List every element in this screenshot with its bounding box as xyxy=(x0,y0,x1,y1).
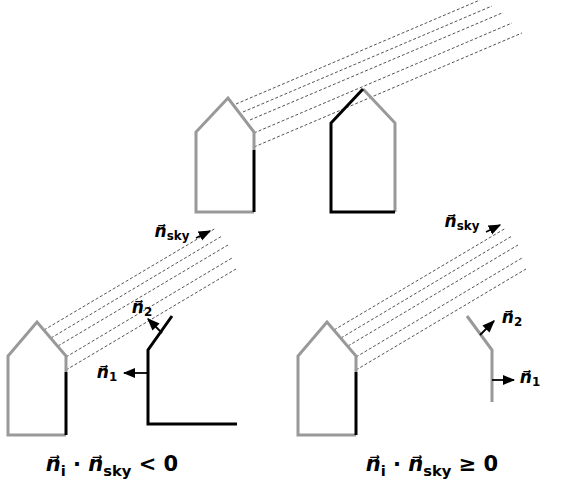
formula-label: n⃗i · n⃗sky ≥ 0 xyxy=(366,452,499,479)
vector-label: n⃗2 xyxy=(132,297,152,320)
vector-label: n⃗sky xyxy=(155,221,190,244)
sky-rays xyxy=(44,0,526,370)
vector-label: n⃗1 xyxy=(97,362,117,385)
vector-label: n⃗2 xyxy=(502,307,522,330)
houses xyxy=(8,89,492,435)
vector-label: n⃗sky xyxy=(445,211,480,234)
vector-label: n⃗1 xyxy=(520,367,540,390)
formula-label: n⃗i · n⃗sky < 0 xyxy=(46,452,179,479)
normal-arrows xyxy=(124,225,514,380)
